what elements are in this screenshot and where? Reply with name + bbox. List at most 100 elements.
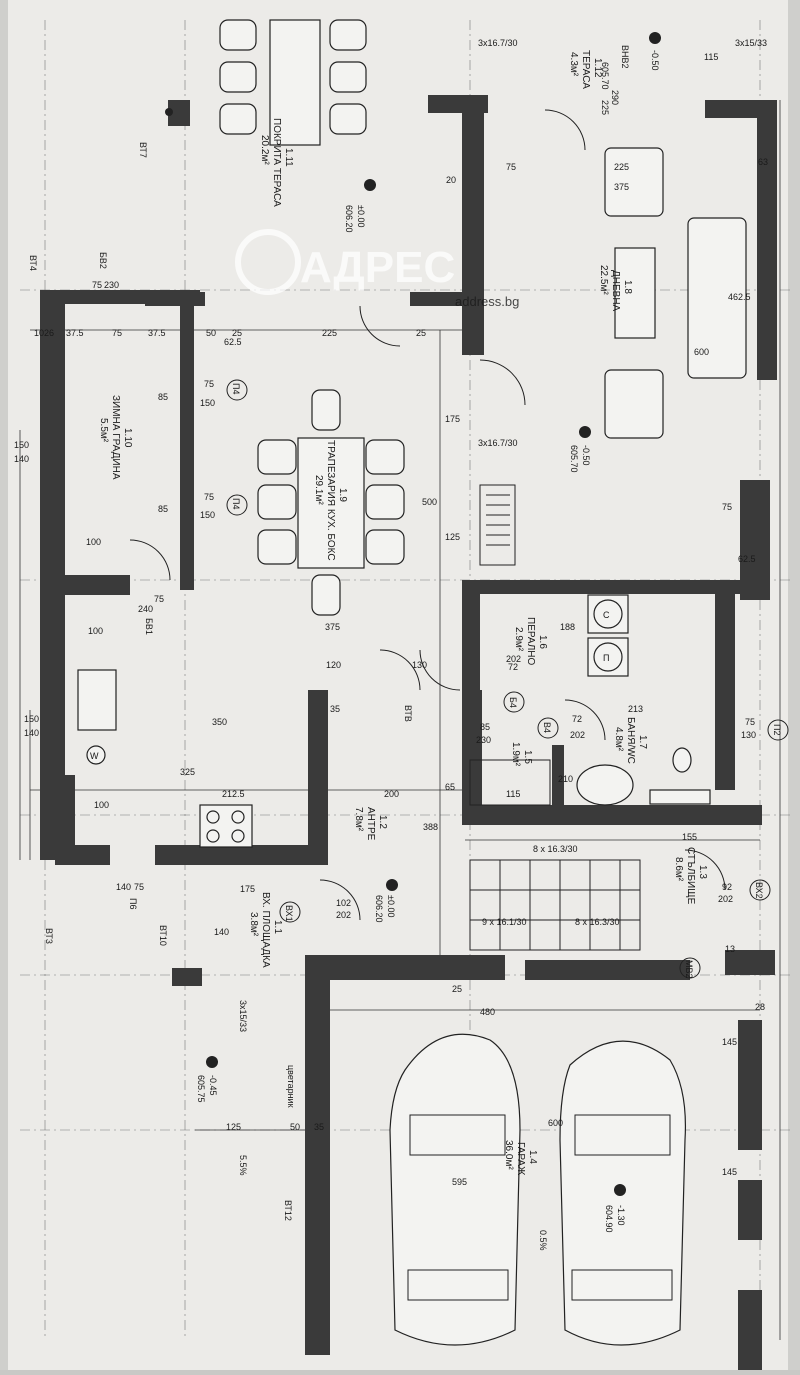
opening-label: П6 [128, 898, 138, 909]
room-1-11-id: 1.11 [283, 148, 294, 167]
dim-text: 212.5 [222, 789, 245, 799]
dim-text: 100 [94, 800, 109, 810]
level-markers [206, 32, 661, 1196]
watermark: АДРЕС address.bg [235, 229, 519, 309]
dim-text: 150 [200, 398, 215, 408]
dim-text: 140 [24, 728, 39, 738]
dim-text: 75 [112, 328, 122, 338]
dim-text: 130 [741, 730, 756, 740]
room-1-10-id: 1.10 [122, 428, 133, 448]
level-abs: 605.70 [569, 445, 579, 473]
dim-text: 20 [446, 175, 456, 185]
dim-text: 210 [558, 774, 573, 784]
room-1-8-id: 1.8 [622, 280, 633, 294]
stair-label: 8 x 16.3/30 [533, 844, 578, 854]
room-1-11-name: ПОКРИТА ТЕРАСА [271, 118, 282, 207]
dim-text: 102 [336, 898, 351, 908]
dim-text: 50 [206, 328, 216, 338]
level-abs: 606.20 [344, 205, 354, 233]
dim-text: 350 [212, 717, 227, 727]
dim-text: 480 [480, 1007, 495, 1017]
room-1-3-id: 1.3 [697, 865, 708, 879]
room-1-12-area: 4.3м² [568, 52, 579, 77]
dim-text: 75 [745, 717, 755, 727]
dim-text: 115 [506, 789, 520, 799]
opening-label: МВ2 [684, 960, 694, 979]
ref-label: 225 [600, 100, 610, 115]
dim-text: 25 [232, 328, 242, 338]
opening-label: П4 [231, 383, 241, 394]
dim-text: 63 [758, 157, 768, 167]
marker-label: ВТ10 [158, 925, 168, 946]
watermark-site: address.bg [455, 294, 519, 309]
dim-text: 50 [290, 1122, 300, 1132]
dim-text: 75 [204, 379, 214, 389]
dim-text: 37.5 [148, 328, 166, 338]
dryer-label: П [603, 653, 609, 663]
stairs [469, 484, 641, 951]
dim-text: 35 [330, 704, 340, 714]
dimension-texts: 1026 37.5 75 37.5 50 25 225 25 75 230 62… [14, 52, 768, 1187]
room-1-3-area: 8.6м² [673, 857, 684, 882]
room-1-10-name: ЗИМНА ГРАДИНА [110, 395, 121, 480]
dim-text: 125 [445, 532, 460, 542]
dim-text: 75 [506, 162, 516, 172]
dim-text: 65 [445, 782, 455, 792]
watermark-brand: АДРЕС [300, 243, 455, 292]
dim-text: 35 [314, 1122, 324, 1132]
dining-table [297, 437, 365, 569]
marker-label: ВТ4 [28, 255, 38, 271]
dim-text: 150 [200, 510, 215, 520]
dim-text: 202 [506, 654, 521, 664]
dim-text: 75 [134, 882, 144, 892]
dim-text: 85 [158, 392, 168, 402]
level-abs: 605.75 [196, 1075, 206, 1103]
stair-label: 3x15/33 [735, 38, 767, 48]
level-abs: 604.90 [604, 1205, 614, 1233]
room-1-2-name: АНТРЕ [365, 807, 376, 841]
furniture [77, 19, 747, 1346]
dim-text: 13 [725, 944, 735, 954]
room-1-8-name: ДНЕВНА [610, 270, 621, 312]
opening-label: В4 [542, 722, 552, 733]
room-1-4-area: 36.0м² [503, 1140, 514, 1170]
dim-text: 85 [158, 504, 168, 514]
dim-text: 150 [14, 440, 29, 450]
dim-text: 72 [508, 662, 518, 672]
room-1-8-area: 22.5м² [598, 265, 609, 295]
room-1-4-id: 1.4 [527, 1150, 538, 1164]
room-1-2-area: 7.8м² [353, 807, 364, 832]
dim-text: 325 [180, 767, 195, 777]
opening-tags [165, 108, 789, 979]
misc-labels: ВТ4 ВТ7 ВТ3 ВТ10 ВТ12 3x16.7/30 3x16.7/3… [28, 38, 767, 1251]
room-1-1-name: ВХ. ПЛОЩАДКА [260, 892, 271, 968]
dim-text: 25 [416, 328, 426, 338]
dim-text: 1026 [34, 328, 54, 338]
dim-text: 130 [412, 660, 427, 670]
dim-text: 62.5 [224, 337, 242, 347]
dim-text: 500 [422, 497, 437, 507]
room-1-6-id: 1.6 [537, 635, 548, 649]
stair-label: 9 x 16.1/30 [482, 917, 527, 927]
ref-label: 605.70 [600, 62, 610, 90]
room-1-7-area: 4.8м² [613, 727, 624, 752]
dim-text: 230 [104, 280, 119, 290]
dim-text: 202 [336, 910, 351, 920]
dim-text: 600 [548, 1118, 563, 1128]
marker-label: ВТ7 [138, 142, 148, 158]
dim-text: 225 [614, 162, 629, 172]
slope-label: 5.5% [238, 1155, 248, 1176]
dim-text: 72 [572, 714, 582, 724]
dim-text: 375 [614, 182, 629, 192]
marker-label: ВТ12 [283, 1200, 293, 1221]
dim-text: 225 [322, 328, 337, 338]
opening-labels: ВНВ2 БВ2 П4 П4 БВ1 ВТВ Б4 В4 П2 ВХ1 ВХ2 … [98, 45, 782, 979]
room-1-3-name: СТЪЛБИЩЕ [685, 847, 696, 905]
dim-text: 595 [452, 1177, 467, 1187]
dim-text: 213 [628, 704, 643, 714]
dim-text: 92 [722, 882, 732, 892]
opening-label: ВХ2 [754, 882, 764, 899]
room-1-4-name: ГАРАЖ [515, 1142, 526, 1176]
